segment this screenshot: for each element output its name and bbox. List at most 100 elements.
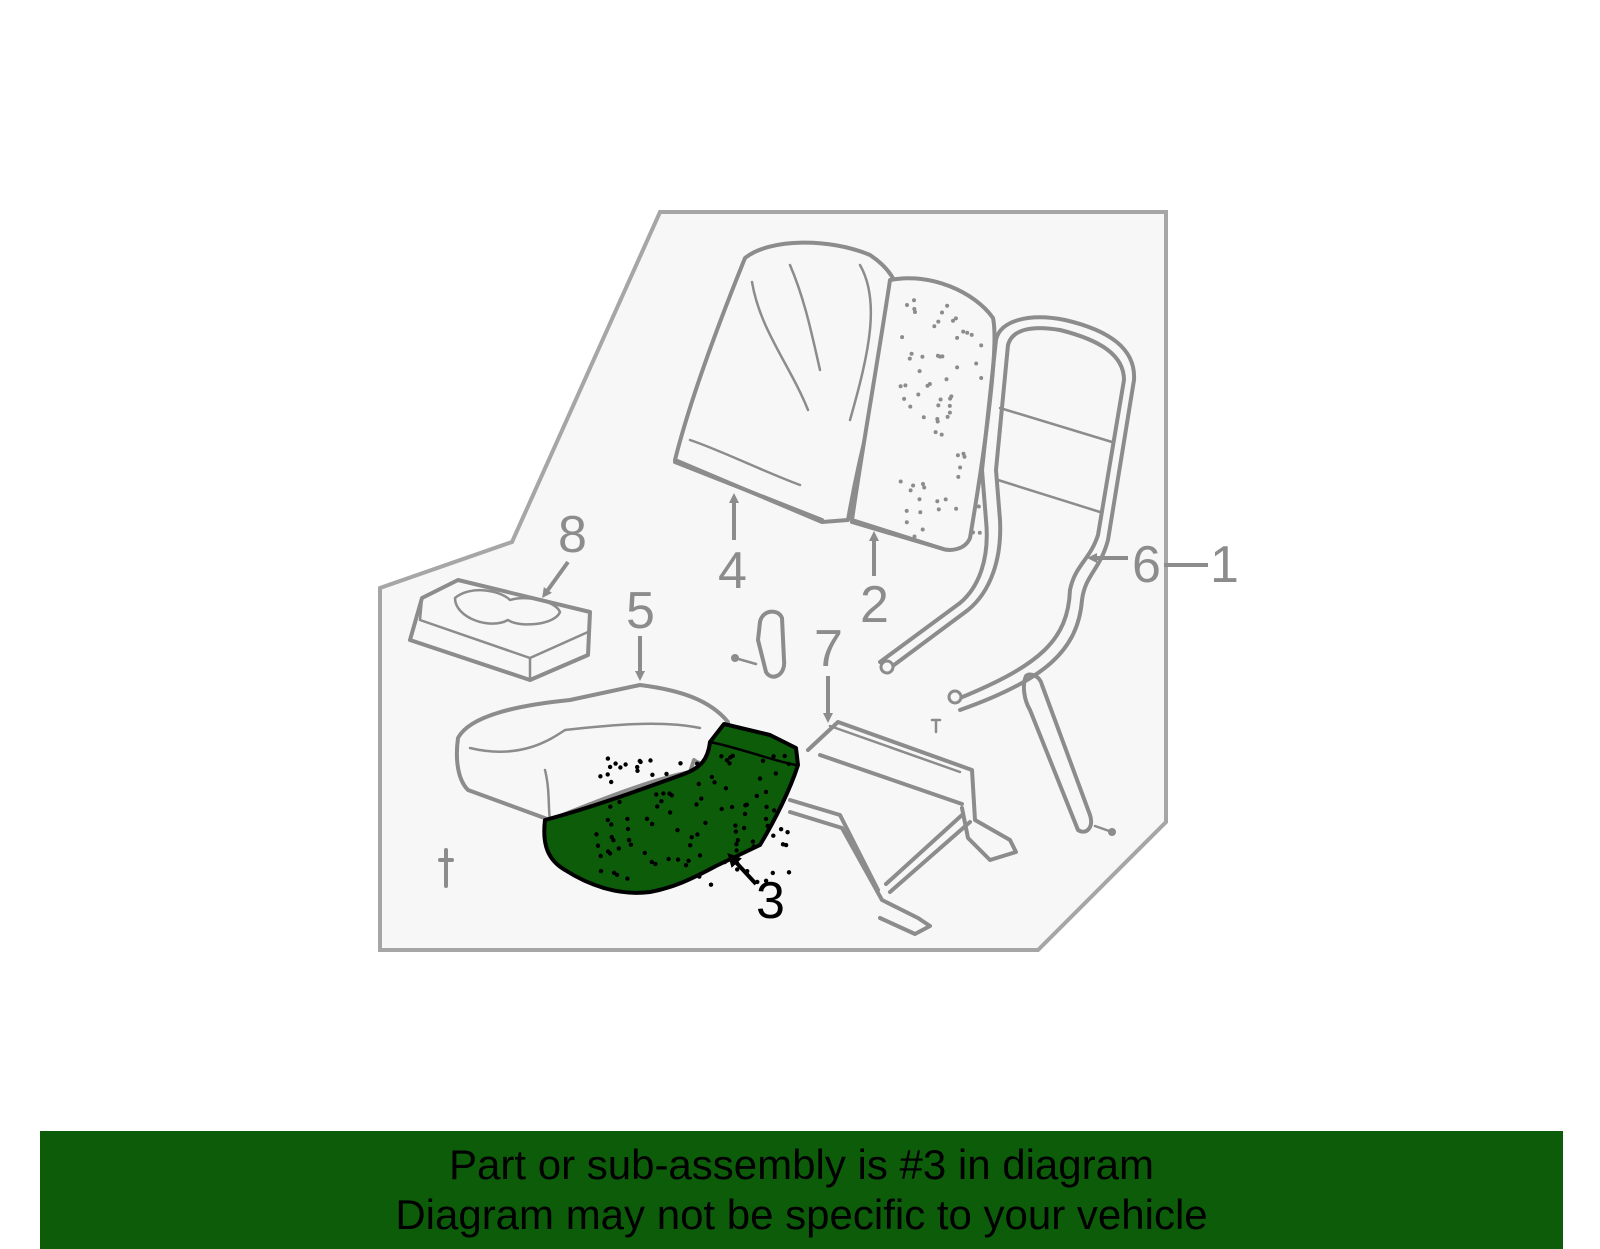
texture-dot: [609, 822, 614, 827]
texture-dot: [786, 870, 792, 875]
texture-dot: [903, 383, 908, 388]
texture-dot: [697, 853, 703, 858]
callout-2: 2: [860, 576, 889, 634]
texture-dot: [913, 310, 917, 314]
callout-6: 6: [1132, 536, 1161, 594]
texture-dot: [678, 761, 683, 766]
texture-dot: [920, 354, 925, 359]
texture-dot: [763, 816, 769, 822]
texture-dot: [605, 849, 611, 854]
texture-dot: [616, 846, 621, 851]
texture-dot: [947, 410, 952, 415]
texture-dot: [750, 839, 756, 844]
texture-dot: [675, 827, 680, 833]
texture-dot: [938, 397, 943, 402]
texture-dot: [907, 356, 912, 361]
texture-dot: [925, 383, 930, 388]
texture-dot: [955, 365, 960, 370]
texture-dot: [741, 825, 747, 831]
texture-dot: [728, 755, 733, 760]
texture-dot: [598, 774, 603, 779]
texture-dot: [712, 780, 717, 785]
texture-dot: [642, 850, 647, 856]
headrest-pad-part-2: [850, 276, 997, 552]
texture-dot: [655, 804, 660, 809]
texture-dot: [708, 882, 714, 887]
texture-dot: [912, 534, 917, 539]
texture-dot: [608, 804, 613, 809]
texture-dot: [605, 817, 610, 823]
seat-belt-bracket: [1021, 672, 1116, 836]
texture-dot: [696, 781, 701, 787]
texture-dot: [733, 823, 738, 828]
texture-dot: [697, 874, 702, 879]
texture-dot: [918, 510, 923, 515]
texture-dot: [688, 843, 693, 848]
texture-dot: [951, 318, 955, 323]
callout-4: 4: [718, 542, 747, 600]
texture-dot: [666, 856, 671, 862]
texture-dot: [734, 842, 739, 847]
texture-dot: [650, 772, 655, 777]
texture-dot: [949, 394, 954, 399]
texture-dot: [979, 343, 984, 348]
texture-dot: [944, 377, 949, 382]
texture-dot: [689, 835, 694, 840]
texture-dot: [648, 758, 653, 763]
texture-dot: [974, 361, 979, 366]
callout-5: 5: [626, 582, 655, 640]
texture-dot: [723, 786, 729, 791]
texture-dot: [760, 758, 766, 763]
banner-line-2: Diagram may not be specific to your vehi…: [395, 1191, 1208, 1238]
texture-dot: [595, 843, 601, 848]
texture-dot: [947, 403, 952, 408]
texture-dot: [709, 774, 715, 780]
texture-dot: [938, 354, 942, 359]
texture-dot: [625, 826, 631, 832]
cup-holder-part-8: [408, 578, 592, 682]
seat-cushion-pad-part-3: [542, 722, 800, 895]
callout-3: 3: [756, 872, 785, 930]
texture-dot: [649, 821, 655, 827]
texture-dot: [742, 811, 748, 817]
texture-dot: [611, 838, 616, 843]
texture-dot: [785, 830, 790, 835]
texture-dot: [703, 820, 708, 826]
banner-line-1: Part or sub-assembly is #3 in diagram: [449, 1141, 1154, 1188]
texture-dot: [625, 876, 630, 881]
texture-dot: [965, 330, 970, 335]
texture-dot: [898, 479, 903, 484]
texture-dot: [667, 810, 673, 815]
texture-dot: [954, 506, 959, 511]
texture-dot: [754, 793, 759, 799]
texture-dot: [649, 859, 654, 865]
texture-dot: [961, 451, 966, 456]
leader-8: [542, 560, 570, 599]
texture-dot: [917, 497, 922, 502]
texture-dot: [904, 520, 909, 525]
texture-dot: [773, 771, 779, 776]
texture-dot: [953, 316, 958, 321]
texture-dot: [782, 753, 787, 759]
pin-fastener: [438, 848, 454, 888]
texture-dot: [724, 758, 730, 763]
callout-8: 8: [558, 506, 587, 564]
texture-dot: [908, 404, 913, 409]
texture-dot: [936, 507, 941, 512]
texture-dot: [912, 298, 916, 303]
texture-dot: [719, 754, 724, 759]
texture-dot: [783, 842, 789, 848]
texture-dot: [735, 867, 740, 872]
texture-dot: [898, 384, 903, 389]
texture-dot: [605, 772, 610, 777]
texture-dot: [778, 827, 784, 832]
texture-dot: [900, 335, 905, 340]
texture-dot: [956, 474, 961, 479]
texture-dot: [976, 504, 981, 509]
texture-dot: [628, 842, 634, 847]
texture-dot: [922, 485, 927, 490]
texture-dot: [683, 863, 689, 868]
texture-dot: [909, 351, 914, 356]
texture-dot: [735, 838, 741, 843]
